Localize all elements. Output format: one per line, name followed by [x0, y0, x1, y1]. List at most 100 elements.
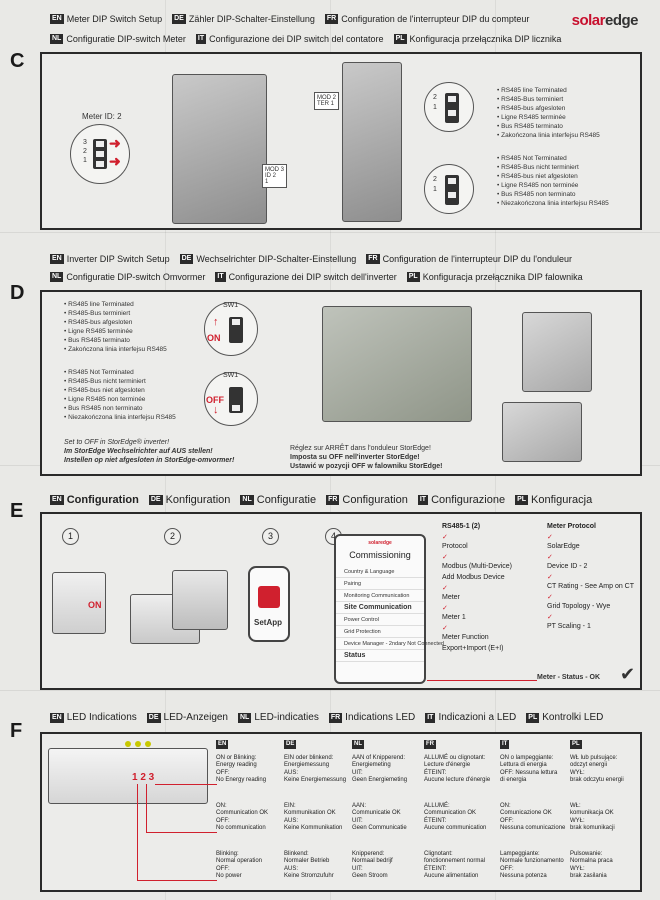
- terminated-list: RS485 line TerminatedRS485-Bus terminier…: [64, 300, 167, 354]
- header-text: Konfiguracja przełącznika DIP licznika: [409, 34, 562, 44]
- lang-badge: PL: [515, 495, 529, 505]
- lang-badge: DE: [148, 495, 163, 505]
- meter-id-label: Meter ID: 2: [82, 112, 122, 121]
- dip-numbers: 3 2 1: [83, 139, 87, 164]
- config-tree-right: Meter Protocol✓ SolarEdge✓ Device ID - 2…: [547, 523, 635, 630]
- header-text: Configurazione: [431, 494, 506, 506]
- lang-badge: EN: [50, 495, 64, 505]
- setapp-label: SetApp: [254, 618, 282, 627]
- meter-device-side: [342, 62, 402, 222]
- lang-badge: FR: [366, 254, 380, 264]
- header-text: Configuratie: [256, 494, 317, 506]
- config-tree-left: RS485-1 (2)✓ Protocol✓ Modbus (Multi-Dev…: [442, 523, 513, 652]
- header-text: Konfiguracja: [531, 494, 593, 506]
- menu-item[interactable]: Device Manager - 2ndary Not Connected: [336, 638, 444, 650]
- lang-badge: EN: [50, 712, 64, 723]
- led-col-fr: FR ALLUMÉ ou clignotant: Lecture d'énerg…: [424, 740, 491, 879]
- commissioning-phone: solaredge Commissioning Country & Langua…: [334, 534, 444, 684]
- lang-badge: DE: [146, 712, 161, 723]
- header-text: Configuration de l'interrupteur DIP du c…: [341, 14, 530, 24]
- lang-badge: FR: [324, 14, 339, 24]
- led-1-line: [137, 784, 138, 880]
- lang-badge: PL: [406, 272, 420, 282]
- section-d: RS485 line TerminatedRS485-Bus terminier…: [40, 290, 642, 476]
- header-text: Meter DIP Switch Setup: [66, 14, 163, 24]
- header-text: Configurazione dei DIP switch del contat…: [209, 34, 384, 44]
- on-label: ON: [207, 333, 221, 343]
- lang-badge: NL: [238, 712, 252, 723]
- lang-badge: EN: [50, 254, 64, 264]
- menu-item-site-communication[interactable]: Site Communication: [336, 602, 424, 614]
- lang-badge: NL: [50, 34, 64, 44]
- status-result: Meter - Status - OK: [537, 674, 601, 681]
- menu-item[interactable]: Grid Protection: [336, 626, 424, 638]
- menu-item[interactable]: Monitoring Communication: [336, 590, 424, 602]
- step-number: 3: [262, 528, 279, 545]
- header-text: Wechselrichter DIP-Schalter-Einstellung: [196, 254, 357, 264]
- header-text: Indications LED: [345, 712, 416, 723]
- led-2-icon: [135, 741, 141, 747]
- mod-label-a: MOD 3 ID 2 1: [262, 164, 288, 188]
- section-letter-d: D: [10, 282, 25, 304]
- header-text: Configurazione dei DIP switch dell'inver…: [228, 272, 397, 282]
- meter-device-front: [172, 74, 267, 224]
- note-right: Réglez sur ARRÊT dans l'onduleur StorEdg…: [290, 445, 443, 470]
- lang-badge: NL: [240, 495, 254, 505]
- phone-brand: solaredge: [368, 540, 392, 546]
- header-text: Konfiguration: [165, 494, 231, 506]
- section-letter-e: E: [10, 500, 24, 522]
- arrow-right-icon: ➜: [109, 135, 121, 151]
- lang-badge: DE: [179, 254, 194, 264]
- sw1-off-circle: SW1 OFF ↓: [204, 372, 258, 426]
- lang-badge: IT: [195, 34, 207, 44]
- inverter-board: [322, 306, 472, 422]
- section-letter-f: F: [10, 720, 23, 742]
- dip-zoom-circle: 3 2 1 ➜ ➜: [70, 124, 130, 184]
- inverter-unit: [172, 570, 228, 630]
- header-text: Zähler DIP-Schalter-Einstellung: [188, 14, 315, 24]
- header-text: Inverter DIP Switch Setup: [66, 254, 170, 264]
- mod-label-b: MOD 2 TER 1: [314, 92, 340, 110]
- led-col-pl: PL WŁ lub pulsujące: odczyt energii WYŁ:…: [570, 740, 624, 879]
- meter-led-panel: [48, 741, 208, 804]
- menu-item[interactable]: Power Control: [336, 614, 424, 626]
- brand-logo: solaredge: [571, 12, 639, 29]
- lang-badge: IT: [417, 495, 429, 505]
- dip-switch: [229, 387, 243, 413]
- not-terminated-list: RS485 Not TerminatedRS485-Bus nicht term…: [497, 154, 609, 208]
- step-number: 1: [62, 528, 79, 545]
- dip-switch: [93, 139, 107, 169]
- section-c: Meter ID: 2 3 2 1 ➜ ➜ MOD 3 ID 2 1 MOD 2…: [40, 52, 642, 230]
- not-terminated-list: RS485 Not TerminatedRS485-Bus nicht term…: [64, 368, 176, 422]
- led-1-icon: [125, 741, 131, 747]
- menu-item[interactable]: Pairing: [336, 578, 424, 590]
- led-numbers: 1 2 3: [132, 772, 155, 783]
- led-col-nl: NL AAN of Knipperend: Energiemeting UIT:…: [352, 740, 408, 879]
- header-text: Configuratie DIP-switch Omvormer: [66, 272, 206, 282]
- lang-badge: FR: [326, 495, 340, 505]
- check-icon: ✔: [620, 664, 636, 684]
- arrow-down-icon: ↓: [213, 404, 219, 416]
- terminated-list: RS485 line TerminatedRS485-Bus terminier…: [497, 86, 600, 140]
- arrow-right-icon: ➜: [109, 153, 121, 169]
- arrow-up-icon: ↑: [213, 316, 219, 328]
- lang-badge: FR: [328, 712, 343, 723]
- menu-item[interactable]: Country & Language: [336, 566, 424, 578]
- dip-switch: [445, 93, 459, 123]
- led-2-line-h: [146, 832, 217, 833]
- led-3-icon: [145, 741, 151, 747]
- menu-item-status[interactable]: Status: [336, 650, 424, 662]
- phone-title: Commissioning: [349, 550, 411, 560]
- sw1-on-circle: SW1 ON ↑: [204, 302, 258, 356]
- header-text: LED-indicaties: [254, 712, 319, 723]
- led-3-line-h: [155, 784, 217, 785]
- sw1-label: SW1: [223, 302, 239, 309]
- header-text: Configuration de l'interrupteur DIP du l…: [382, 254, 572, 264]
- header-text: Configuratie DIP-switch Meter: [66, 34, 186, 44]
- inverter-enclosure-open: [502, 402, 582, 462]
